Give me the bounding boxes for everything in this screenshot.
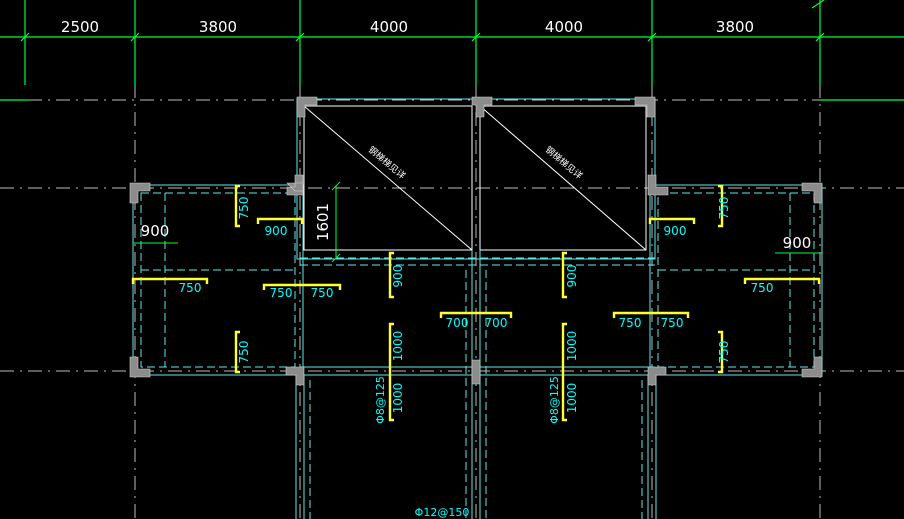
column-11 (647, 366, 667, 386)
local-dimension-texts: 900 900 1601 (141, 203, 812, 252)
columns (129, 96, 823, 386)
rebar-c-left-900 (388, 251, 394, 299)
lbl-c-left-900: 900 (391, 265, 405, 288)
diagonal-left (303, 105, 473, 251)
lbl-l-mid-left: 750 (179, 281, 202, 295)
column-10 (471, 359, 481, 385)
rebar-r-bottom (718, 330, 724, 374)
rebar-l-top (234, 184, 240, 228)
lbl-c-mid-700b: 700 (485, 316, 508, 330)
span-label-4: 4000 (545, 18, 583, 36)
rebar-r-top (718, 184, 724, 228)
lbl-l-top-h: 900 (265, 224, 288, 238)
dim-1601-tick-top (331, 181, 341, 191)
dim-900-left-text: 900 (141, 222, 170, 240)
lbl-c-right-900: 900 (565, 265, 579, 288)
lbl-r-mid-a: 750 (619, 316, 642, 330)
rebar-c-mid-700 (439, 311, 513, 318)
tick-0 (20, 32, 30, 42)
dimension-chain (0, 0, 904, 101)
tick-1 (130, 32, 140, 42)
lbl-c-left-1000b: 1000 (391, 383, 405, 414)
dim-1601-tick-bottom (331, 253, 341, 263)
lbl-r-top-h: 900 (664, 224, 687, 238)
rebar-marks (131, 184, 821, 422)
lbl-c-left-phi: Φ8@125 (374, 376, 387, 424)
column-1 (296, 96, 318, 118)
lbl-c-left-1000a: 1000 (391, 331, 405, 362)
rebar-r-mid-right (743, 277, 821, 284)
column-7 (801, 182, 823, 204)
lbl-r-bottom: 750 (717, 341, 731, 364)
span-label-1: 2500 (61, 18, 99, 36)
lbl-c-right-1000a: 1000 (565, 331, 579, 362)
top-tick-5 (811, 0, 825, 9)
lbl-r-mid-right: 750 (751, 281, 774, 295)
rebar-c-right-1000 (561, 322, 567, 422)
right-wing-outline (649, 184, 823, 376)
dimension-texts: 2500 3800 4000 4000 3800 (61, 18, 754, 36)
tick-2 (295, 32, 305, 42)
span-label-3: 4000 (370, 18, 408, 36)
tick-3 (471, 32, 481, 42)
opening-left (303, 105, 473, 251)
lbl-l-mid-b: 750 (311, 286, 334, 300)
rebar-c-right-900 (561, 251, 567, 299)
opening-left-label: 钢梯梯见详 (366, 144, 408, 182)
rebar-r-top-h (648, 217, 696, 224)
opening-right-label: 钢梯梯见详 (543, 144, 585, 182)
column-8 (129, 356, 151, 378)
diagonal-right (479, 105, 647, 251)
column-9 (285, 366, 305, 386)
column-12 (801, 356, 823, 378)
opening-diagonals (303, 105, 647, 251)
opening-right (479, 105, 647, 251)
rebar-r-mid (612, 311, 690, 318)
tick-4 (647, 32, 657, 42)
tick-5 (815, 32, 825, 42)
column-5 (286, 174, 304, 196)
lbl-r-mid-b: 750 (661, 316, 684, 330)
dim-1601-text: 1601 (314, 203, 332, 241)
rebar-l-top-h (256, 217, 304, 224)
dim-900-right-text: 900 (783, 234, 812, 252)
column-3 (634, 96, 656, 118)
lbl-bottom-phi: Φ12@150 (415, 506, 470, 519)
span-label-2: 3800 (199, 18, 237, 36)
lbl-r-top: 750 (717, 197, 731, 220)
rebar-c-left-1000 (388, 322, 394, 422)
wall-outlines (132, 98, 823, 519)
local-dimensions (133, 181, 822, 263)
lbl-c-right-phi: Φ8@125 (548, 376, 561, 424)
span-label-5: 3800 (716, 18, 754, 36)
column-4 (129, 182, 151, 204)
rebar-labels: 750 900 750 750 750 750 900 1000 1000 Φ8… (179, 197, 774, 519)
lbl-l-mid-a: 750 (270, 286, 293, 300)
lbl-l-top: 750 (237, 197, 251, 220)
lbl-c-mid-700a: 700 (446, 316, 469, 330)
column-6 (647, 174, 669, 196)
lbl-c-right-1000b: 1000 (565, 383, 579, 414)
rebar-l-mid-left (131, 277, 209, 284)
column-2 (471, 96, 493, 118)
lbl-l-bottom: 750 (237, 341, 251, 364)
rebar-l-bottom (234, 330, 240, 374)
rebar-l-mid (262, 283, 342, 290)
